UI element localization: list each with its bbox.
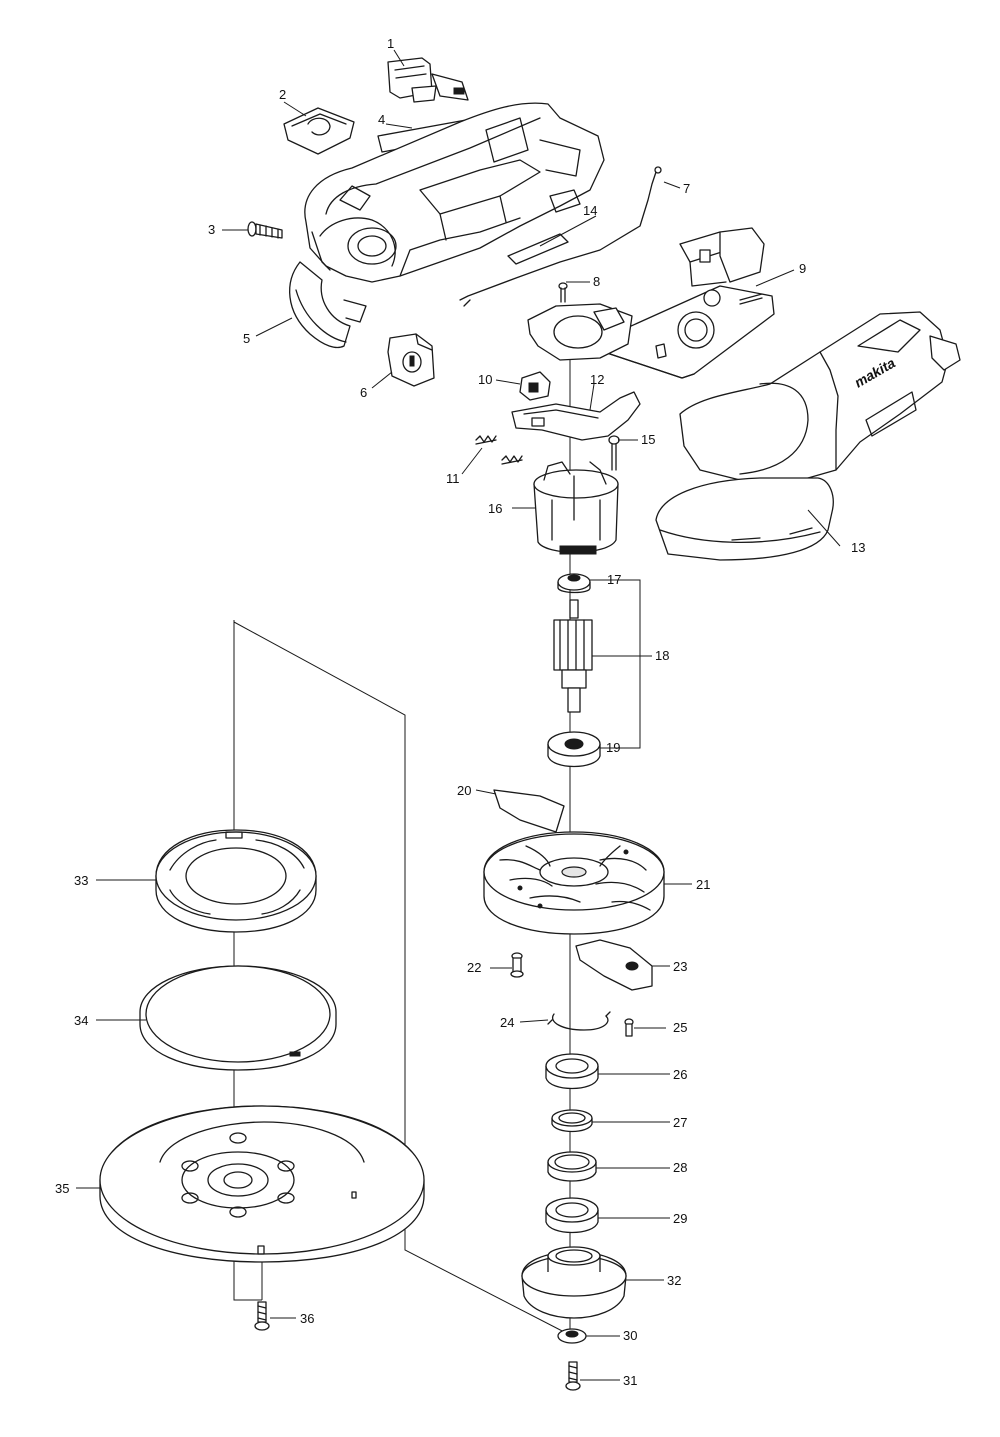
callout-22: 22 xyxy=(467,960,481,975)
callout-17: 17 xyxy=(607,572,621,587)
callout-34: 34 xyxy=(74,1013,88,1028)
callout-15: 15 xyxy=(641,432,655,447)
leader-lines xyxy=(76,49,841,1381)
part-33-pad-holder xyxy=(155,829,317,933)
callout-3: 3 xyxy=(208,222,215,237)
mounting-plate xyxy=(527,303,633,361)
part-19-bearing xyxy=(547,731,601,768)
callout-23: 23 xyxy=(673,959,687,974)
callout-33: 33 xyxy=(74,873,88,888)
part-15-screw xyxy=(608,435,620,471)
part-14-label-strip xyxy=(507,233,569,265)
part-8-screw xyxy=(558,282,568,303)
part-26-bearing xyxy=(545,1053,599,1090)
part-13-tool-body: makita xyxy=(655,311,961,561)
callout-14: 14 xyxy=(583,203,597,218)
part-31-screw xyxy=(565,1361,581,1391)
part-11-springs xyxy=(475,435,523,465)
part-9-controller-board xyxy=(599,227,775,379)
callout-28: 28 xyxy=(673,1160,687,1175)
callout-5: 5 xyxy=(243,331,250,346)
part-28-seal-ring xyxy=(547,1151,597,1182)
part-21-fan xyxy=(483,831,665,935)
callout-25: 25 xyxy=(673,1020,687,1035)
part-27-ring xyxy=(551,1109,593,1133)
part-2-button-cap xyxy=(283,107,355,155)
part-23-counterweight xyxy=(575,939,653,991)
part-35-sanding-pad xyxy=(99,1105,425,1263)
callout-30: 30 xyxy=(623,1328,637,1343)
housing-upper xyxy=(304,102,605,283)
part-17-bearing xyxy=(557,573,591,594)
part-3-screw xyxy=(247,221,283,239)
callout-32: 32 xyxy=(667,1273,681,1288)
callout-31: 31 xyxy=(623,1373,637,1388)
callout-20: 20 xyxy=(457,783,471,798)
callout-8: 8 xyxy=(593,274,600,289)
callout-4: 4 xyxy=(378,112,385,127)
part-18-armature xyxy=(553,599,593,713)
part-12-bracket xyxy=(511,391,641,441)
part-34-seal-ring xyxy=(139,965,337,1071)
part-16-stator xyxy=(533,461,619,555)
callout-10: 10 xyxy=(478,372,492,387)
callout-11: 11 xyxy=(446,471,460,486)
callout-21: 21 xyxy=(696,877,710,892)
part-30-washer xyxy=(557,1328,587,1344)
callout-6: 6 xyxy=(360,385,367,400)
callout-labels: 1 2 3 4 5 6 7 8 9 10 11 12 13 14 15 16 1… xyxy=(55,36,865,1388)
callout-12: 12 xyxy=(590,372,604,387)
part-25-screw xyxy=(624,1018,634,1037)
part-29-bearing xyxy=(545,1197,599,1234)
callout-13: 13 xyxy=(851,540,865,555)
callout-27: 27 xyxy=(673,1115,687,1130)
callout-2: 2 xyxy=(279,87,286,102)
callout-1: 1 xyxy=(387,36,394,51)
part-6-knob xyxy=(387,333,435,387)
part-36-screw xyxy=(254,1301,270,1331)
callout-29: 29 xyxy=(673,1211,687,1226)
part-10-block xyxy=(519,371,551,401)
part-5-front-guard xyxy=(289,261,367,349)
callout-16: 16 xyxy=(488,501,502,516)
part-32-bearing-housing xyxy=(521,1246,627,1319)
callout-35: 35 xyxy=(55,1181,69,1196)
callout-18: 18 xyxy=(655,648,669,663)
part-20-counterweight xyxy=(493,789,565,833)
callout-24: 24 xyxy=(500,1015,514,1030)
part-1-switch-cover xyxy=(387,57,469,103)
part-7-wire-rod xyxy=(459,166,662,307)
part-22-screw xyxy=(510,952,524,978)
callout-26: 26 xyxy=(673,1067,687,1082)
callout-19: 19 xyxy=(606,740,620,755)
callout-7: 7 xyxy=(683,181,690,196)
part-24-retaining-ring xyxy=(547,1011,611,1031)
callout-9: 9 xyxy=(799,261,806,276)
callout-36: 36 xyxy=(300,1311,314,1326)
